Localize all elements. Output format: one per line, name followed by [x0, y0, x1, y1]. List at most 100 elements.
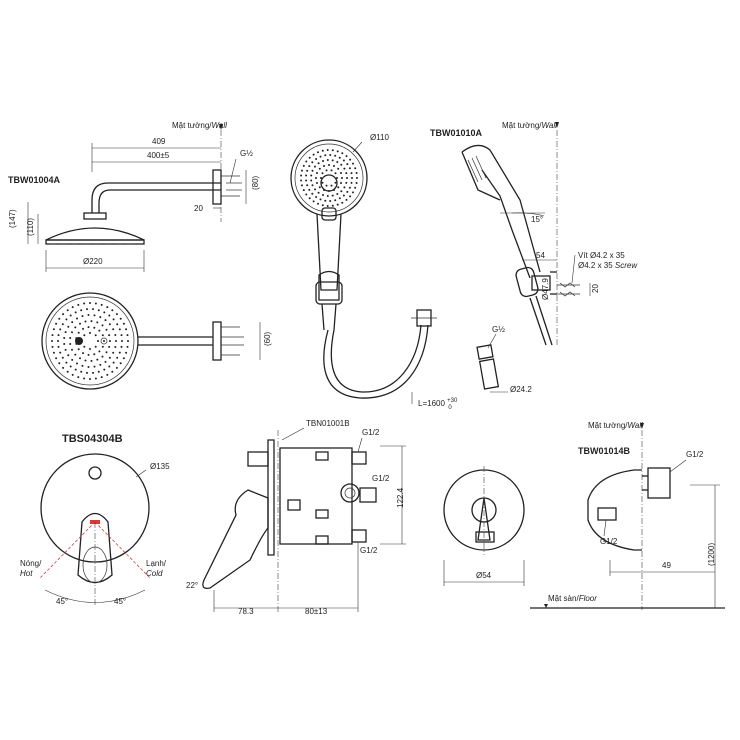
- screw-label-1: Vít Ø4.2 x 35: [578, 251, 625, 260]
- nozzle-dot: [112, 328, 115, 331]
- nozzle-dot: [71, 373, 74, 376]
- nozzle-dot: [57, 334, 60, 337]
- nozzle-dot: [80, 309, 83, 312]
- nozzle-dot: [96, 321, 99, 324]
- nozzle-dot: [127, 340, 129, 342]
- dim-110b: Ø110: [370, 133, 390, 142]
- nozzle-dot: [64, 348, 67, 351]
- nozzle-dot: [337, 167, 340, 170]
- nozzle-dot: [337, 186, 340, 189]
- nozzle-dot: [93, 365, 96, 368]
- dim-20b: 20: [591, 284, 600, 293]
- nozzle-dot: [343, 186, 346, 189]
- nozzle-dot: [125, 351, 128, 354]
- nozzle-dot: [331, 159, 334, 162]
- nozzle-dot: [105, 351, 108, 354]
- nozzle-dot: [63, 343, 66, 345]
- nozzle-dot: [326, 195, 329, 197]
- nozzle-dot: [326, 159, 329, 161]
- nozzle-dot: [97, 309, 100, 312]
- nozzle-dot: [314, 165, 316, 168]
- nozzle-dot: [317, 191, 320, 194]
- nozzle-dot: [83, 377, 86, 380]
- nozzle-dot: [354, 167, 357, 170]
- nozzle-dot: [83, 345, 86, 348]
- screw-label-2: Ø4.2 x 35 Screw: [578, 261, 638, 270]
- nozzle-dot: [74, 326, 77, 329]
- nozzle-dot: [330, 184, 333, 187]
- nozzle-dot: [116, 323, 119, 326]
- nozzle-dot: [84, 359, 87, 362]
- nozzle-dot: [305, 160, 308, 163]
- nozzle-dot: [83, 334, 86, 337]
- nozzle-dot: [317, 202, 319, 205]
- nozzle-dot: [96, 358, 99, 361]
- nozzle-dot: [90, 359, 93, 362]
- nozzle-dot: [329, 154, 332, 156]
- nozzle-dot: [51, 334, 54, 337]
- nozzle-dot: [79, 322, 81, 325]
- nozzle-dot: [348, 186, 351, 189]
- dim-122-4: 122.4: [396, 487, 405, 508]
- nozzle-dot: [328, 164, 330, 166]
- dim-80: (80): [251, 175, 260, 190]
- nozzle-dot: [101, 334, 104, 337]
- nozzle-dot: [121, 340, 123, 342]
- nozzle-dot: [338, 156, 341, 159]
- nozzle-dot: [71, 321, 74, 324]
- dim-110a: (110): [26, 218, 35, 236]
- wall-label-3: Mặt tường/Wall: [588, 421, 643, 430]
- nozzle-dot: [87, 326, 90, 329]
- nozzle-dot: [71, 358, 74, 361]
- nozzle-dot: [84, 320, 87, 323]
- nozzle-dot: [308, 188, 311, 191]
- nozzle-dot: [341, 152, 344, 155]
- nozzle-dot: [321, 172, 324, 175]
- nozzle-dot: [319, 155, 322, 158]
- nozzle-dot: [58, 362, 61, 365]
- nozzle-dot: [122, 357, 125, 360]
- nozzle-dot: [345, 181, 348, 184]
- nozzle-dot: [101, 345, 104, 348]
- nozzle-dot: [340, 190, 343, 193]
- nozzle-dot: [59, 351, 62, 354]
- nozzle-dot: [300, 179, 303, 182]
- nozzle-dot: [55, 357, 58, 360]
- nozzle-dot: [336, 193, 339, 195]
- nozzle-dot: [115, 340, 117, 342]
- nozzle-dot: [101, 324, 104, 327]
- nozzle-dot: [334, 199, 337, 202]
- nozzle-dot: [51, 340, 53, 342]
- dim-20a: 20: [194, 204, 203, 213]
- nozzle-dot: [126, 345, 129, 348]
- nozzle-dot: [76, 362, 78, 365]
- g12-label-b: G½: [492, 325, 505, 334]
- nozzle-dot: [52, 328, 55, 331]
- nozzle-dot: [82, 327, 84, 330]
- nozzle-dot: [65, 318, 68, 321]
- nozzle-dot: [112, 351, 115, 354]
- nozzle-dot: [99, 316, 102, 319]
- nozzle-dot: [64, 331, 67, 334]
- wall-label-1: Mặt tường/Wall: [172, 121, 227, 130]
- nozzle-dot: [89, 348, 91, 350]
- model-label-tbn01001b: TBN01001B: [306, 419, 350, 428]
- nozzle-dot: [103, 340, 105, 342]
- nozzle-dot: [103, 368, 106, 371]
- nozzle-dot: [52, 351, 55, 354]
- nozzle-dot: [310, 174, 313, 177]
- nozzle-dot: [324, 199, 327, 202]
- nozzle-dot: [325, 169, 328, 172]
- dim-409: 409: [152, 137, 166, 146]
- nozzle-dot: [71, 306, 74, 309]
- nozzle-dot: [55, 322, 58, 325]
- nozzle-dot: [87, 353, 90, 356]
- nozzle-dot: [108, 334, 111, 337]
- nozzle-dot: [74, 368, 77, 371]
- dim-45b: 45°: [114, 597, 126, 606]
- nozzle-dot: [83, 302, 86, 305]
- nozzle-dot: [345, 155, 348, 158]
- nozzle-dot: [119, 317, 122, 320]
- nozzle-dot: [331, 194, 334, 197]
- nozzle-dot: [355, 172, 358, 174]
